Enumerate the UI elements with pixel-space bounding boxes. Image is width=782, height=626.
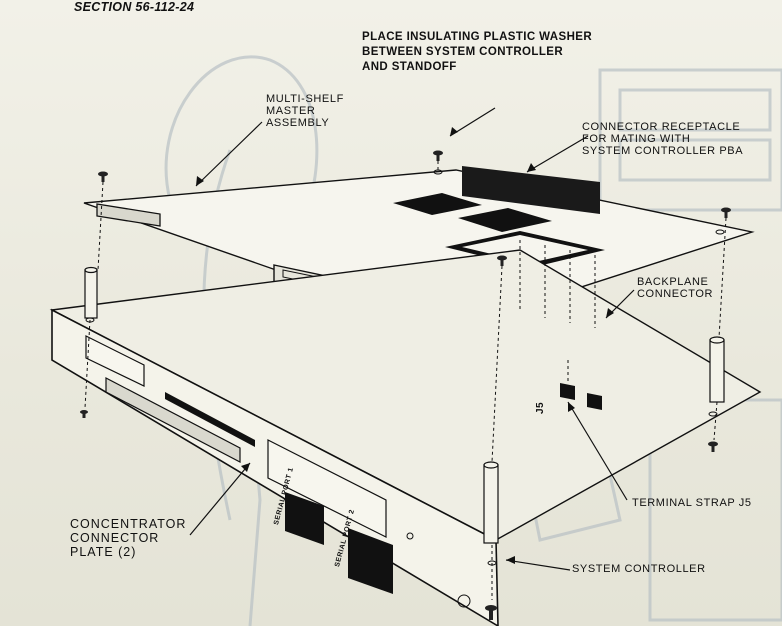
leader-arrowheads bbox=[196, 127, 614, 564]
label-multi-shelf-master-assembly: MULTI-SHELF MASTER ASSEMBLY bbox=[266, 93, 344, 129]
instruction-line: BETWEEN SYSTEM CONTROLLER bbox=[362, 46, 564, 58]
label-line: BACKPLANE bbox=[637, 276, 709, 288]
board-chip bbox=[458, 208, 552, 232]
label-line: CONNECTOR RECEPTACLE bbox=[582, 121, 741, 133]
front-panel-slot-dark bbox=[165, 392, 255, 447]
front-panel-slot bbox=[105, 377, 241, 463]
instruction-line: AND STANDOFF bbox=[362, 61, 457, 73]
label-line: CONCENTRATOR bbox=[70, 517, 187, 531]
terminal-strap-block bbox=[587, 393, 602, 410]
board-chip bbox=[393, 193, 482, 215]
alignment-lines bbox=[84, 161, 727, 600]
label-j5: J5 bbox=[535, 401, 546, 414]
standoff-right bbox=[709, 336, 725, 403]
side-connector-plate bbox=[85, 335, 145, 387]
instruction-title: PLACE INSULATING PLASTIC WASHER BETWEEN … bbox=[362, 30, 592, 75]
label-concentrator-connector-plate: CONCENTRATOR CONNECTOR PLATE (2) bbox=[70, 517, 186, 559]
label-system-controller: SYSTEM CONTROLLER bbox=[572, 563, 706, 575]
instruction-line: PLACE INSULATING PLASTIC WASHER bbox=[362, 31, 593, 43]
section-header: SECTION 56-112-24 bbox=[74, 0, 195, 14]
label-line: FOR MATING WITH bbox=[582, 133, 691, 145]
concentrator-plate bbox=[267, 439, 387, 538]
board-chip-square-inner bbox=[462, 235, 588, 263]
label-line: CONNECTOR bbox=[70, 531, 160, 545]
standoff-left bbox=[84, 266, 98, 319]
label-line: ASSEMBLY bbox=[266, 117, 330, 129]
label-line: CONNECTOR bbox=[637, 288, 714, 300]
label-backplane-connector: BACKPLANE CONNECTOR bbox=[637, 276, 713, 300]
label-terminal-strap-j5: TERMINAL STRAP J5 bbox=[632, 497, 752, 509]
standoff-center bbox=[483, 461, 499, 544]
label-connector-receptacle: CONNECTOR RECEPTACLE FOR MATING WITH SYS… bbox=[582, 121, 743, 157]
serial-port-2 bbox=[348, 528, 393, 594]
label-line: MULTI-SHELF bbox=[266, 93, 344, 105]
label-line: SYSTEM CONTROLLER PBA bbox=[582, 145, 744, 157]
serial-port-1 bbox=[285, 492, 324, 545]
label-line: PLATE (2) bbox=[70, 545, 137, 559]
label-line: MASTER bbox=[266, 105, 316, 117]
connector-receptacle bbox=[462, 166, 600, 214]
board-edge-connector bbox=[96, 203, 161, 227]
terminal-strap-block bbox=[560, 383, 575, 400]
screw bbox=[80, 150, 731, 620]
